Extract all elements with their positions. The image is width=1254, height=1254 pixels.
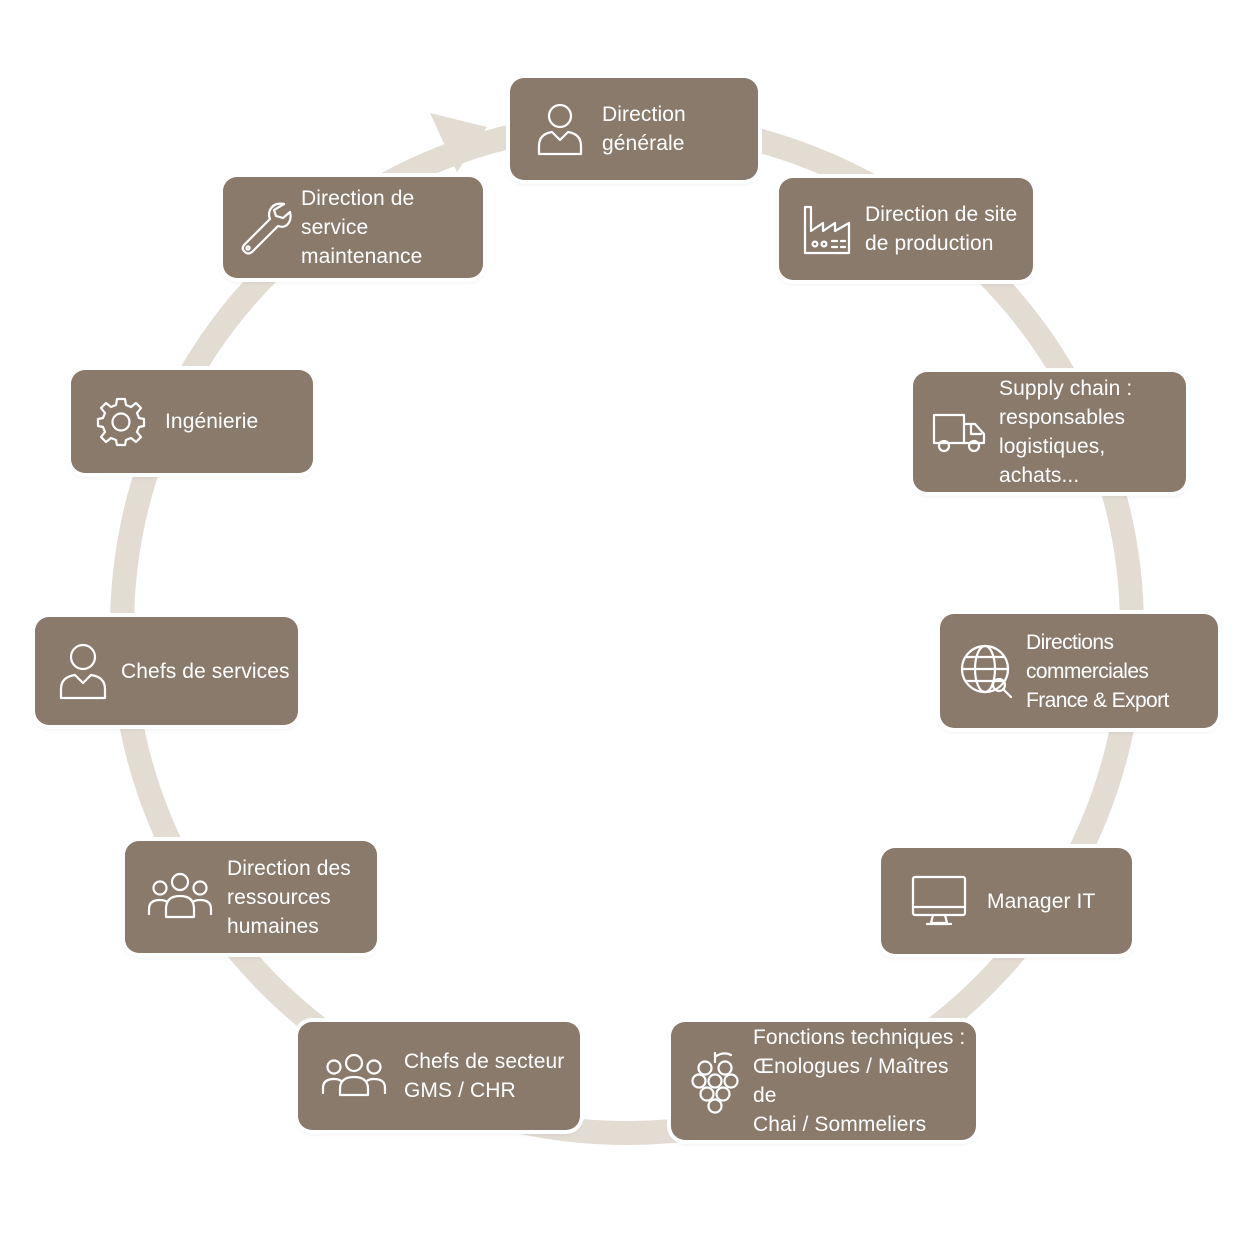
node-manager-it: Manager IT xyxy=(881,848,1132,954)
node-directions-commerciales: Directions commerciales France & Export xyxy=(940,614,1218,728)
node-fonctions-techniques: Fonctions techniques : Œnologues / Maîtr… xyxy=(671,1022,976,1140)
node-chefs-de-services: Chefs de services xyxy=(35,617,298,725)
node-label: Ingénierie xyxy=(165,410,259,433)
person-icon xyxy=(55,640,111,702)
node-direction-generale: Direction générale xyxy=(510,78,758,180)
globe-icon xyxy=(958,641,1016,701)
node-direction-service-maintenance: Direction de service maintenance xyxy=(223,177,483,278)
grapes-icon xyxy=(689,1047,741,1115)
wrench-icon xyxy=(237,199,293,257)
node-label: Directions commerciales France & Export xyxy=(1026,630,1169,712)
group-icon xyxy=(147,869,213,925)
node-label: Supply chain : responsables logistiques,… xyxy=(999,377,1133,487)
node-label: Manager IT xyxy=(987,889,1096,913)
truck-icon xyxy=(931,402,987,462)
node-label: Direction de service maintenance xyxy=(301,187,423,268)
node-ingenierie: Ingénierie xyxy=(71,370,313,473)
node-direction-site-production: Direction de site de production xyxy=(779,178,1033,280)
cycle-arrowhead xyxy=(430,113,487,172)
person-icon xyxy=(532,99,588,159)
node-label: Fonctions techniques : Œnologues / Maîtr… xyxy=(753,1026,966,1136)
node-label: Direction de site de production xyxy=(865,203,1018,255)
gear-icon xyxy=(93,394,149,450)
node-chefs-de-secteur: Chefs de secteur GMS / CHR xyxy=(298,1022,580,1130)
team-icon xyxy=(320,1048,388,1104)
node-label: Direction générale xyxy=(602,103,686,155)
factory-icon xyxy=(799,199,855,259)
node-label: Chefs de services xyxy=(121,659,290,683)
node-label: Chefs de secteur GMS / CHR xyxy=(404,1050,565,1102)
node-label: Direction des ressources humaines xyxy=(227,856,351,938)
monitor-icon xyxy=(909,871,969,931)
node-supply-chain: Supply chain : responsables logistiques,… xyxy=(913,372,1186,492)
node-direction-ressources-humaines: Direction des ressources humaines xyxy=(125,841,377,953)
